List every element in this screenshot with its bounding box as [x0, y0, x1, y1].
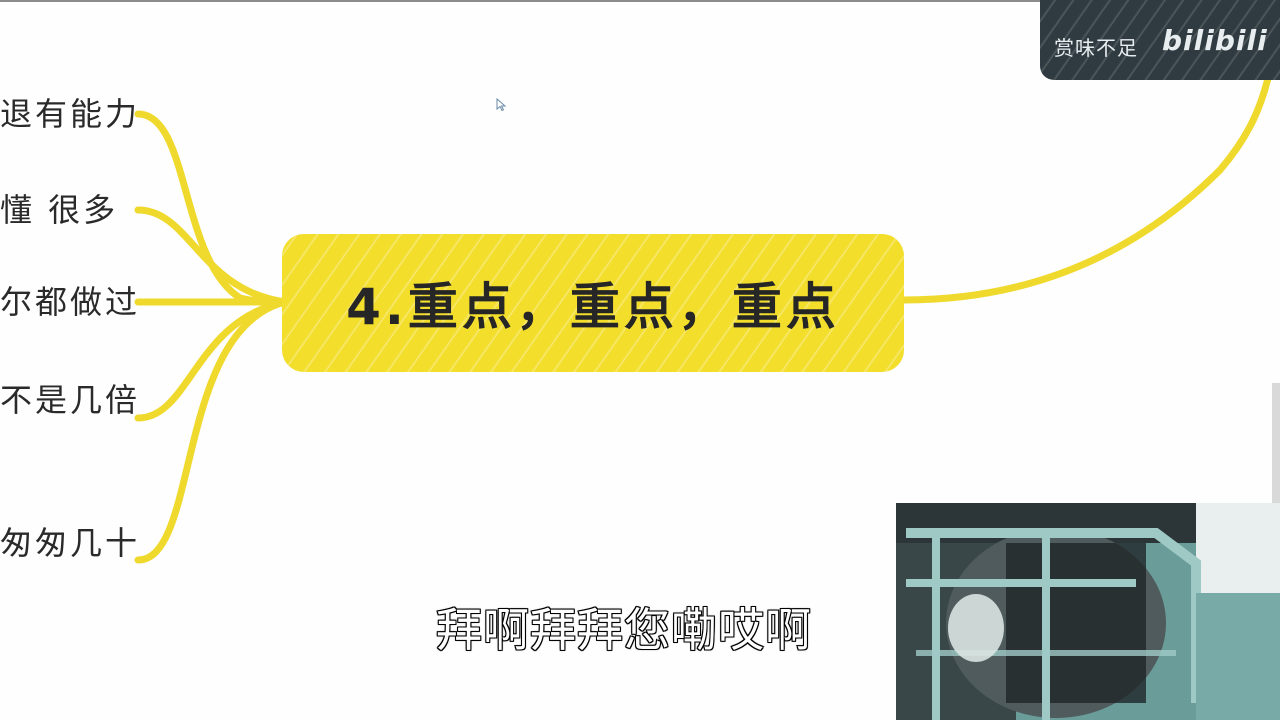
connector-branch-2 [134, 206, 289, 306]
edge-strip [1272, 383, 1280, 503]
branch-label-1: 退有能力 [0, 95, 141, 133]
webcam-image [896, 503, 1280, 720]
branch-label-2: 懂 很多 [0, 191, 119, 229]
branch-label-5: 匆匆几十 [0, 524, 141, 562]
branch-label-4: 不是几倍 [0, 381, 141, 419]
central-topic-node[interactable]: 4.重点，重点，重点 [282, 234, 904, 372]
watermark-channel-name: 赏味不足 [1054, 36, 1138, 60]
top-divider [0, 0, 1040, 2]
central-topic-title: 4.重点，重点，重点 [346, 278, 840, 336]
connector-branch-4 [134, 298, 289, 422]
video-subtitle: 拜啊拜拜您嘞哎啊 [435, 602, 812, 658]
connector-to-corner [900, 66, 1274, 304]
arrow-pointer-icon [496, 97, 508, 116]
bilibili-watermark: 赏味不足 bilibili [1040, 0, 1280, 80]
connector-branch-5 [134, 298, 289, 564]
webcam-overlay [896, 503, 1280, 720]
branch-label-3: 尔都做过 [0, 283, 141, 321]
bilibili-logo: bilibili [1162, 24, 1268, 57]
connector-branch-1 [134, 110, 289, 306]
